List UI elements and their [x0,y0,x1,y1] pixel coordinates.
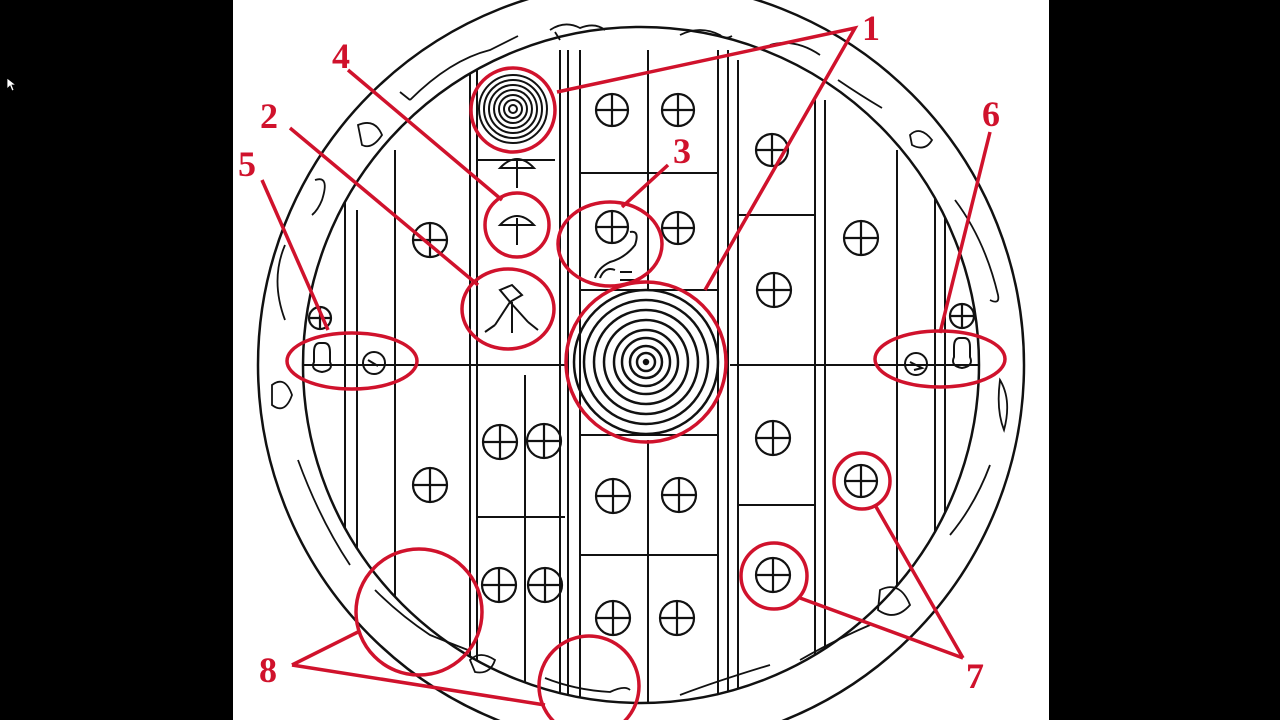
crossed-circle-icon [594,599,632,637]
slide-canvas: 1 2 3 4 5 6 7 8 [233,0,1049,720]
label-1: 1 [862,8,880,48]
crossed-circle-icon [948,302,976,330]
crossed-circle-icon [594,209,630,245]
label-2: 2 [260,96,278,136]
dog-icon [549,23,606,41]
fish-icon [949,464,991,536]
turtle-icon [877,586,912,616]
crossed-circle-icon [754,132,790,168]
mouse-cursor-icon [7,78,17,92]
crossed-circle-icon [843,463,879,499]
crossed-circle-icon [594,477,632,515]
highlight-ellipse-6 [873,329,1007,389]
ring-animal-glyphs [271,23,1009,696]
lizard-icon [374,589,469,651]
label-5: 5 [238,144,256,184]
bug-icon [909,130,934,149]
label-6: 6 [982,94,1000,134]
bird-icon [356,122,384,148]
board-diagram: 1 2 3 4 5 6 7 8 [238,0,1026,720]
crossed-circle-icon [480,566,518,604]
highlight-ellipse-5 [285,331,419,391]
highlight-circle-4 [483,191,551,259]
label-3: 3 [673,131,691,171]
crossed-circle-icon [754,556,792,594]
serpent-glyph-icon [594,230,638,281]
highlight-circle-1b [564,280,728,444]
highlight-circle-3 [556,200,664,288]
spiral-top-icon [478,74,548,144]
outer-ring [256,0,1026,720]
highlight-circle-8b [537,634,641,720]
annotation-overlays [260,25,1007,720]
umbrella-icon [497,158,537,245]
fish-icon [399,35,519,101]
keyhole-left-icon [312,342,386,375]
lizard-icon [544,677,631,693]
label-4: 4 [332,36,350,76]
turtle-icon [468,654,497,674]
crossed-circle-icon [411,221,449,259]
fish-icon [679,664,771,696]
shell-icon [271,380,293,410]
crossed-circle-icon [658,599,696,637]
crossed-circle-icon [411,466,449,504]
crossed-circle-icon [660,92,696,128]
crossed-circle-icons [307,92,976,637]
fish-icon [799,624,871,661]
crossed-circle-icon [755,271,793,309]
crossed-circle-icon [660,476,698,514]
fish-icon [276,244,286,321]
crossed-circle-icon [754,419,792,457]
bird-icon [311,178,326,216]
highlight-circle-7a [832,451,892,511]
highlight-circle-8a [354,547,484,677]
crossed-circle-icon [526,566,564,604]
highlight-circle-2 [460,267,556,351]
fish-icon [297,459,351,566]
label-7: 7 [966,656,984,696]
crossed-circle-icon [481,423,519,461]
highlight-circle-1a [469,66,557,154]
shell-icon [997,377,1009,433]
highlight-circle-7b [739,541,809,611]
spiral-center-icon [572,288,720,436]
label-8: 8 [259,650,277,690]
figure-glyph-icon [484,283,539,333]
crossed-circle-icon [594,92,630,128]
crossed-circle-icon [525,422,563,460]
keyhole-right-icon [904,337,972,376]
crossed-circle-icon [660,210,696,246]
crossed-circle-icon [842,219,880,257]
fish-icon [679,29,733,39]
fish-icon [837,79,883,109]
